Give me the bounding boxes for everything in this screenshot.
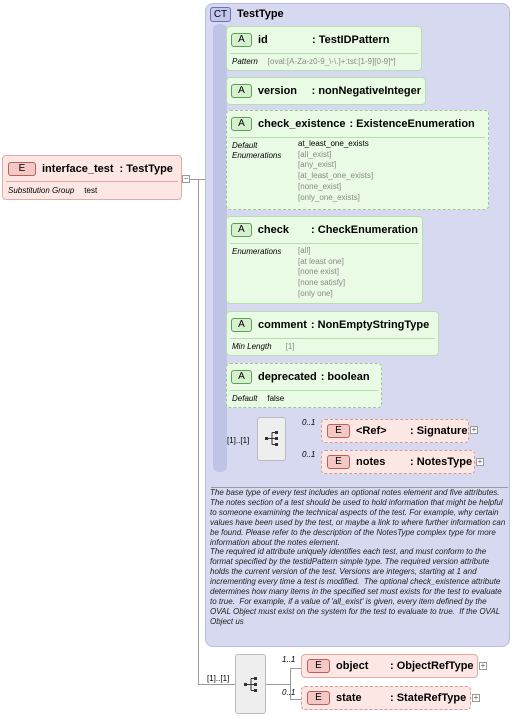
- enum-value: [all]: [298, 246, 311, 255]
- default-value: false: [267, 394, 285, 403]
- documentation-text: The base type of every test includes an …: [210, 488, 506, 626]
- attribute-check-existence[interactable]: A check_existence : ExistenceEnumeration…: [226, 110, 489, 210]
- attribute-id[interactable]: A id : TestIDPattern Pattern [oval:[A-Za…: [226, 26, 422, 71]
- root-element-name: interface_test: [42, 163, 114, 175]
- pattern-label: Pattern: [232, 57, 258, 66]
- attribute-lane: [213, 24, 227, 472]
- enum-value: [all_exist]: [298, 149, 332, 159]
- complex-type-badge-icon: CT: [210, 6, 231, 22]
- attribute-badge-icon: A: [231, 117, 252, 131]
- expand-notes-icon[interactable]: +: [476, 457, 484, 466]
- attribute-type: : NonEmptyStringType: [310, 319, 430, 331]
- substitution-group-label: Substitution Group: [8, 186, 75, 195]
- attribute-check[interactable]: A check : CheckEnumeration Enumerations …: [226, 216, 423, 304]
- attribute-badge-icon: A: [231, 318, 252, 332]
- attribute-name: deprecated: [258, 371, 317, 383]
- enum-value: [none_exist]: [298, 181, 342, 191]
- attribute-comment[interactable]: A comment : NonEmptyStringType Min Lengt…: [226, 311, 439, 356]
- element-type: : ObjectRefType: [390, 660, 474, 672]
- attribute-type: : boolean: [320, 371, 370, 383]
- element-badge-icon: E: [327, 455, 350, 469]
- attribute-name: check: [257, 224, 289, 236]
- connector-to-ct: [198, 179, 206, 180]
- attribute-name: comment: [258, 319, 307, 331]
- object-cardinality: 1..1: [282, 655, 296, 664]
- root-element-interface-test[interactable]: E interface_test : TestType Substitution…: [2, 155, 182, 200]
- connector-outer-mid: [266, 684, 291, 685]
- expand-signature-icon[interactable]: +: [470, 425, 478, 434]
- attribute-version[interactable]: A version : nonNegativeInteger: [226, 77, 426, 105]
- connector-trunk: [198, 179, 199, 685]
- element-signature-ref[interactable]: E <Ref> : Signature: [321, 419, 469, 443]
- enum-value: [none satisfy]: [298, 278, 346, 288]
- element-object[interactable]: E object : ObjectRefType: [301, 654, 478, 678]
- sequence-icon: [265, 431, 278, 446]
- enumerations-label: Enumerations: [232, 247, 282, 256]
- default-value: at_least_one_exists: [298, 139, 369, 148]
- attribute-name: version: [257, 85, 298, 97]
- element-state[interactable]: E state : StateRefType: [301, 686, 471, 710]
- connector-object: [290, 668, 301, 669]
- attribute-type: : ExistenceEnumeration: [349, 118, 475, 130]
- outer-sequence-cardinality: [1]..[1]: [207, 674, 230, 683]
- pattern-value: [oval:[A-Za-z0-9_\-\.]+:tst:[1-9][0-9]*]: [267, 57, 396, 66]
- element-type: : NotesType: [410, 456, 473, 468]
- attribute-deprecated[interactable]: A deprecated : boolean Default false: [226, 363, 382, 408]
- complex-type-name: TestType: [237, 8, 284, 20]
- attribute-badge-icon: A: [231, 223, 252, 237]
- complex-type-header: CT TestType: [210, 6, 284, 22]
- root-element-type: : TestType: [119, 163, 173, 175]
- enum-value: [only one]: [298, 288, 333, 298]
- element-name: state: [336, 692, 362, 704]
- enum-value: [any_exist]: [298, 160, 337, 170]
- min-length-label: Min Length: [232, 342, 272, 351]
- connector-to-outer-seq: [198, 684, 235, 685]
- attribute-badge-icon: A: [231, 84, 252, 98]
- attribute-type: : TestIDPattern: [312, 34, 390, 46]
- element-badge-icon: E: [8, 162, 36, 176]
- element-name: object: [336, 660, 369, 672]
- state-cardinality: 0..1: [282, 688, 296, 697]
- enum-value: [only_one_exists]: [298, 192, 360, 202]
- documentation-divider: [211, 487, 508, 488]
- inner-sequence-compositor[interactable]: [257, 417, 286, 461]
- expand-object-icon[interactable]: +: [479, 661, 487, 670]
- attribute-name: check_existence: [258, 118, 346, 130]
- attribute-name: id: [258, 34, 268, 46]
- element-badge-icon: E: [307, 659, 330, 673]
- element-notes[interactable]: E notes : NotesType: [321, 450, 475, 474]
- attribute-badge-icon: A: [231, 370, 252, 384]
- default-label: Default: [232, 394, 258, 403]
- root-collapse-icon[interactable]: −: [182, 174, 190, 183]
- sequence-icon: [244, 677, 257, 692]
- enum-value: [at least one]: [298, 256, 344, 266]
- expand-state-icon[interactable]: +: [472, 693, 480, 702]
- outer-sequence-compositor[interactable]: [235, 654, 266, 714]
- attribute-type: : nonNegativeInteger: [311, 85, 421, 97]
- min-length-value: [1]: [285, 342, 295, 351]
- inner-sequence-cardinality: [1]..[1]: [227, 436, 250, 445]
- signature-cardinality: 0..1: [302, 418, 316, 427]
- attribute-badge-icon: A: [231, 33, 252, 47]
- element-type: : StateRefType: [390, 692, 467, 704]
- element-name: <Ref>: [356, 425, 387, 437]
- enum-value: [none exist]: [298, 267, 339, 277]
- connector-root: [182, 179, 199, 180]
- connector-state: [290, 699, 301, 700]
- element-type: : Signature: [410, 425, 468, 437]
- element-name: notes: [356, 456, 386, 468]
- element-badge-icon: E: [307, 691, 330, 705]
- element-badge-icon: E: [327, 424, 350, 438]
- notes-cardinality: 0..1: [302, 450, 316, 459]
- attribute-type: : CheckEnumeration: [311, 224, 418, 236]
- substitution-group-value: test: [84, 186, 98, 195]
- enumerations-label: Enumerations: [232, 151, 282, 160]
- default-label: Default: [232, 141, 258, 150]
- enum-value: [at_least_one_exists]: [298, 171, 374, 181]
